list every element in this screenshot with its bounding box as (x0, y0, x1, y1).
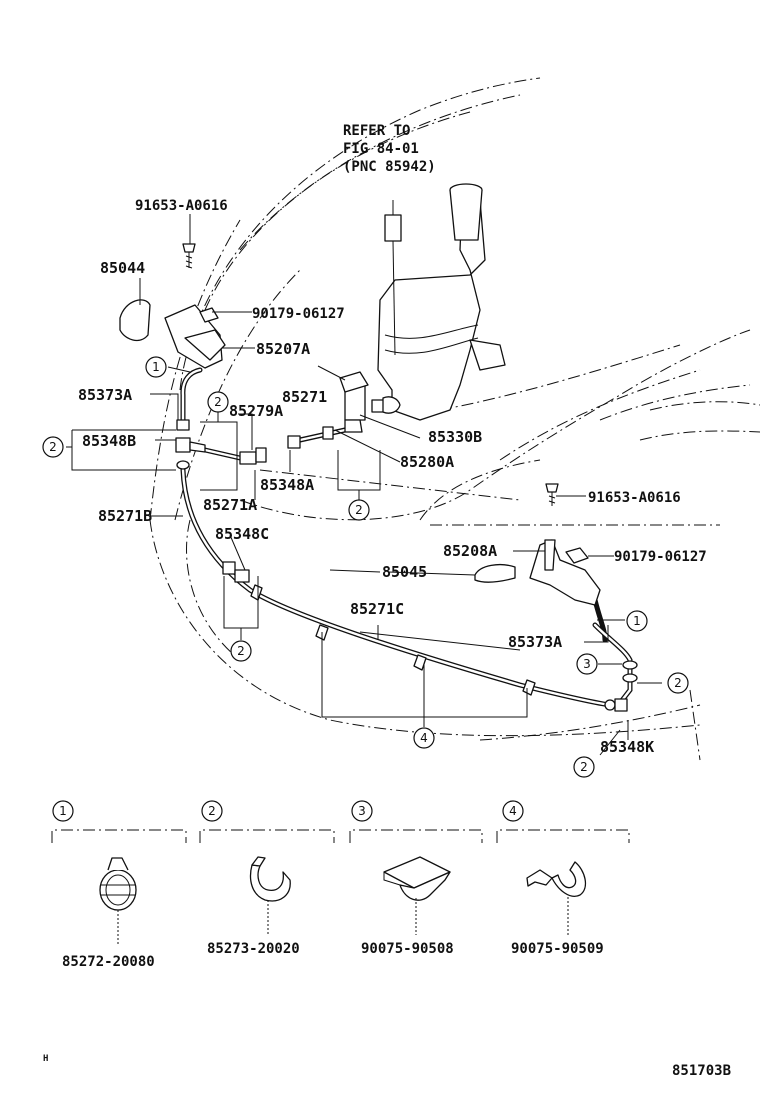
grommet (382, 396, 401, 414)
callout-labels: REFER TO FIG 84-01 (PNC 85942) 91653-A06… (78, 123, 707, 756)
ref-circle-3: 3 (576, 653, 598, 675)
washer-tank (377, 183, 506, 421)
figure-number: 851703B (672, 1063, 731, 1079)
label-85271b: 85271B (98, 507, 152, 525)
svg-text:4: 4 (420, 731, 428, 745)
left-screw (182, 243, 196, 269)
svg-text:2: 2 (580, 760, 588, 774)
label-85271c: 85271C (350, 600, 404, 618)
legend: 1 85272-20080 2 85273-20020 (51, 800, 630, 970)
label-85348b: 85348B (82, 432, 136, 450)
right-nozzle-cover (474, 564, 516, 583)
label-85348a: 85348A (260, 476, 314, 494)
label-85348k: 85348K (600, 738, 654, 756)
label-85208a: 85208A (443, 542, 497, 560)
retainer-clip-icon (383, 856, 451, 901)
svg-text:1: 1 (59, 804, 67, 818)
svg-text:3: 3 (583, 657, 591, 671)
legend-part-85272-20080: 85272-20080 (62, 954, 155, 970)
legend-item-4: 4 90075-90509 (496, 800, 630, 957)
legend-part-90075-90509: 90075-90509 (511, 941, 604, 957)
refer-note-line3: (PNC 85942) (343, 159, 436, 175)
legend-item-2: 2 85273-20020 (199, 800, 335, 957)
ref-circle-2-c: 2 (348, 499, 370, 521)
label-85373a-left: 85373A (78, 386, 132, 404)
hose-clip-icon (249, 856, 291, 902)
leader-lines (139, 214, 662, 756)
footer-left-mark: H (43, 1054, 48, 1064)
label-85279a: 85279A (229, 402, 283, 420)
ref-circle-2-f: 2 (573, 756, 595, 778)
svg-text:2: 2 (355, 503, 363, 517)
label-85044: 85044 (100, 259, 145, 277)
label-85271a: 85271A (203, 496, 257, 514)
label-85373a-right: 85373A (508, 633, 562, 651)
ref-circle-1-left: 1 (145, 356, 167, 378)
bracket-lines (66, 412, 528, 727)
hose-joints (175, 419, 638, 712)
ref-circle-2-e: 2 (667, 672, 689, 694)
ref-circle-2-a: 2 (207, 391, 229, 413)
svg-text:1: 1 (633, 614, 641, 628)
left-nozzle-cover (119, 299, 151, 342)
right-headlamp-cleaner-nozzle (529, 539, 601, 606)
label-85207a: 85207A (256, 340, 310, 358)
ref-circle-1-right: 1 (626, 610, 648, 632)
legend-part-90075-90508: 90075-90508 (361, 941, 454, 957)
svg-text:2: 2 (214, 395, 222, 409)
svg-text:2: 2 (208, 804, 216, 818)
hose-clamp-icon (99, 857, 137, 911)
label-85330b: 85330B (428, 428, 482, 446)
svg-text:2: 2 (49, 440, 57, 454)
svg-text:2: 2 (237, 644, 245, 658)
svg-text:1: 1 (152, 360, 160, 374)
refer-note-line1: REFER TO (343, 123, 410, 139)
label-85348c: 85348C (215, 525, 269, 543)
ref-circle-2-b: 2 (42, 436, 64, 458)
ref-circle-4: 4 (413, 727, 435, 749)
right-screw (545, 483, 559, 506)
label-91653-a0616-top: 91653-A0616 (135, 198, 228, 214)
wiring-clamp-icon (526, 861, 587, 897)
label-85271: 85271 (282, 388, 327, 406)
right-nut (565, 547, 589, 564)
label-91653-a0616-right: 91653-A0616 (588, 490, 681, 506)
legend-part-85273-20020: 85273-20020 (207, 941, 300, 957)
left-headlamp-cleaner-nozzle (164, 304, 226, 369)
label-90179-06127-right: 90179-06127 (614, 549, 707, 565)
label-90179-06127-top: 90179-06127 (252, 306, 345, 322)
ref-circle-2-d: 2 (230, 640, 252, 662)
reference-circles: 1 2 2 2 2 1 3 2 4 2 (42, 356, 689, 778)
label-85280a: 85280A (400, 453, 454, 471)
label-85045: 85045 (382, 563, 427, 581)
washer-pump (339, 371, 386, 433)
svg-text:4: 4 (509, 804, 517, 818)
svg-text:3: 3 (358, 804, 366, 818)
refer-note-line2: FIG 84-01 (343, 141, 419, 157)
legend-item-1: 1 85272-20080 (51, 800, 187, 970)
legend-item-3: 3 90075-90508 (349, 800, 483, 957)
svg-text:2: 2 (674, 676, 682, 690)
